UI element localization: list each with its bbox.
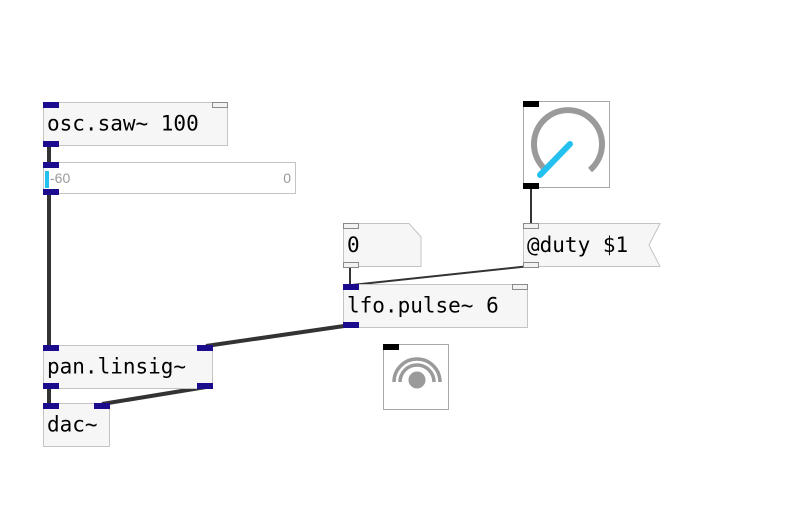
number-box[interactable]: 0 [343, 223, 423, 267]
duty-message-box[interactable]: @duty $1 [523, 223, 661, 267]
pan-linsig-right-outlet[interactable] [197, 383, 213, 389]
osc-saw-right-inlet[interactable] [212, 102, 228, 108]
number-box-outlet[interactable] [343, 262, 359, 268]
knob-dial-icon [531, 107, 605, 178]
lfo-pulse-label: lfo.pulse~ 6 [347, 293, 499, 318]
number-box-inlet[interactable] [343, 223, 359, 229]
number-box-value: 0 [347, 233, 360, 257]
wire-lfo-to-pan [205, 323, 352, 348]
slider-outlet[interactable] [43, 189, 59, 195]
slider-max-label: 0 [283, 170, 291, 186]
pan-linsig-left-inlet[interactable] [43, 345, 59, 351]
duty-message-outlet[interactable] [523, 262, 539, 268]
slider-min-label: -60 [50, 170, 71, 186]
slider-handle[interactable] [45, 171, 49, 188]
dac-object[interactable]: dac~ [43, 403, 110, 447]
dsp-toggle-inlet[interactable] [383, 344, 399, 350]
osc-saw-inlet[interactable] [43, 102, 59, 108]
lfo-pulse-left-inlet[interactable] [343, 284, 359, 290]
pan-linsig-right-inlet[interactable] [197, 345, 213, 351]
pan-linsig-object[interactable]: pan.linsig~ [43, 345, 213, 389]
osc-saw-object[interactable]: osc.saw~ 100 [43, 102, 228, 146]
lfo-pulse-right-inlet[interactable] [512, 284, 528, 290]
lfo-pulse-outlet[interactable] [343, 322, 359, 328]
osc-saw-label: osc.saw~ 100 [47, 111, 199, 136]
knob-outlet[interactable] [523, 183, 539, 189]
wire-duty-to-lfo [351, 265, 531, 286]
duty-message-inlet[interactable] [523, 223, 539, 229]
dac-label: dac~ [47, 412, 98, 437]
slider-inlet[interactable] [43, 162, 59, 168]
knob-inlet[interactable] [523, 101, 539, 107]
gain-slider[interactable]: -60 0 [43, 162, 296, 194]
speaker-icon [392, 357, 442, 389]
duty-knob[interactable] [523, 101, 610, 188]
dsp-toggle[interactable] [383, 344, 449, 410]
pan-linsig-label: pan.linsig~ [47, 354, 187, 379]
wire-pan-to-dac-right [101, 385, 207, 406]
dac-right-inlet[interactable] [94, 403, 110, 409]
lfo-pulse-object[interactable]: lfo.pulse~ 6 [343, 284, 528, 328]
osc-saw-outlet[interactable] [43, 141, 59, 147]
pan-linsig-left-outlet[interactable] [43, 383, 59, 389]
duty-message-label: @duty $1 [527, 233, 629, 257]
dac-left-inlet[interactable] [43, 403, 59, 409]
